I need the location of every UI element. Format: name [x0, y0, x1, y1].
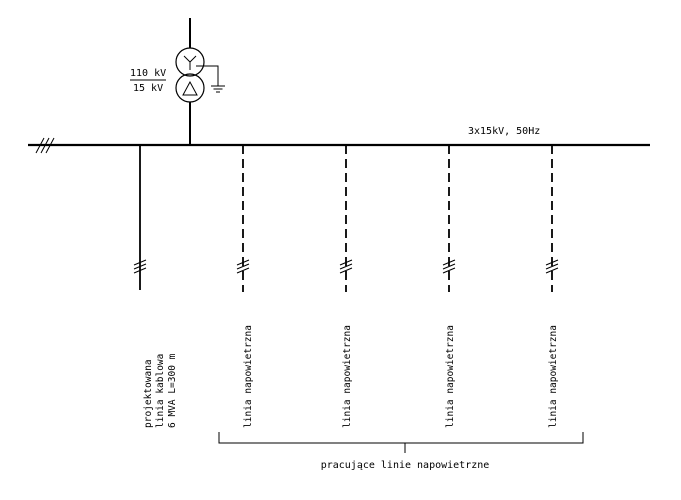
- overhead-line-feeder: linia napowietrzna: [236, 145, 254, 428]
- three-phase-slash-icon: [35, 137, 55, 154]
- transformer-primary-winding: [175, 47, 205, 77]
- three-phase-slash-icon: [133, 259, 147, 274]
- overhead-line-feeder: linia napowietrzna: [442, 145, 456, 428]
- overhead-line-label: linia napowietrzna: [243, 325, 254, 428]
- three-phase-slash-icon: [545, 259, 559, 274]
- three-phase-slash-icon: [339, 259, 353, 274]
- overhead-line-feeder: linia napowietrzna: [545, 145, 559, 428]
- group-label: pracujące linie napowietrzne: [321, 460, 490, 471]
- overhead-line-label: linia napowietrzna: [548, 325, 559, 428]
- three-phase-slash-icon: [236, 259, 250, 274]
- overhead-line-label: linia napowietrzna: [342, 325, 353, 428]
- transformer: 110 kV 15 kV: [130, 18, 225, 145]
- transformer-secondary-voltage: 15 kV: [133, 83, 163, 94]
- transformer-primary-voltage: 110 kV: [130, 68, 166, 79]
- three-phase-slash-icon: [442, 259, 456, 274]
- cable-line-label-line-1: projektowana: [143, 359, 154, 428]
- cable-line-feeder: projektowana linia kablowa 6 MVA L=300 m: [133, 145, 178, 428]
- transformer-secondary-winding: [175, 73, 205, 103]
- cable-line-label-line-2: linia kablowa: [155, 354, 166, 428]
- cable-line-label: projektowana linia kablowa 6 MVA L=300 m: [143, 353, 178, 428]
- ground-icon: [196, 65, 225, 93]
- star-winding-icon: [183, 55, 197, 70]
- cable-line-label-line-3: 6 MVA L=300 m: [167, 353, 178, 428]
- delta-winding-icon: [182, 80, 198, 96]
- group-brace: [218, 432, 584, 453]
- overhead-line-label: linia napowietrzna: [445, 325, 456, 428]
- overhead-line-feeder: linia napowietrzna: [339, 145, 353, 428]
- busbar-label: 3x15kV, 50Hz: [468, 126, 540, 137]
